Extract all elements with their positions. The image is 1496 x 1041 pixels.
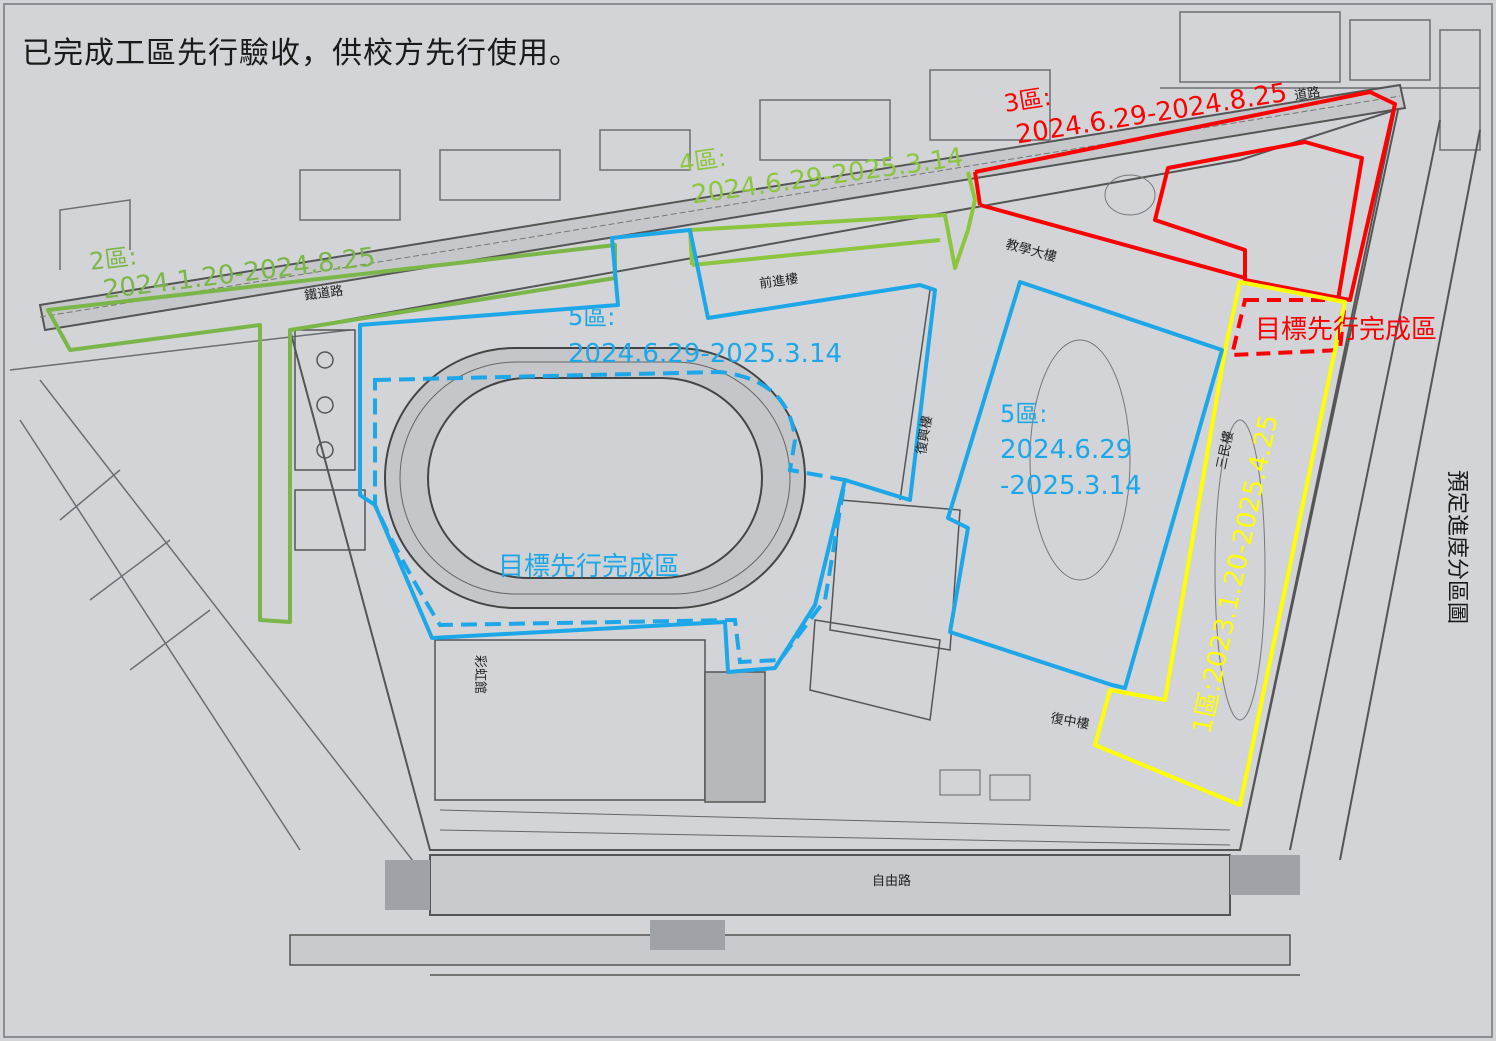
- north-blocks: [59, 69, 1051, 270]
- zone-3-target-area: [1229, 298, 1348, 358]
- west-streets: [9, 329, 421, 871]
- building-sanmin: 三民樓: [1214, 430, 1237, 471]
- east-garden: [1029, 174, 1266, 721]
- railway-road-label: 鐵道路: [303, 283, 344, 304]
- zone-4-boundary: [689, 171, 977, 270]
- building-jiaoxue: 教學大樓: [1004, 236, 1058, 265]
- zone-3-south-edge: [979, 203, 1246, 280]
- zone-5-north-dates: 2024.6.29-2025.3.14: [568, 339, 842, 369]
- south-road: [289, 854, 1300, 976]
- legend-title: 預定進度分區圖: [1444, 470, 1469, 624]
- zone-5-north-boundary: [358, 228, 937, 674]
- zone-3-title: 3區:: [1002, 83, 1053, 118]
- zone-2-title: 2區:: [88, 242, 138, 276]
- building-fuxing: 復興樓: [913, 414, 936, 455]
- campus-boundary: [288, 108, 1397, 851]
- zone-5-north-target-area: [373, 369, 848, 665]
- zone-3-boundary: [974, 90, 1397, 302]
- south-strip: [439, 769, 1231, 846]
- sports-courts: [294, 329, 366, 551]
- map-frame: [3, 3, 1493, 1038]
- zone-3-target-label: 目標先行完成區: [1255, 315, 1437, 345]
- caihong-hall: [434, 639, 766, 803]
- building-qianjin: 前進樓: [758, 271, 799, 292]
- ziyou-road-label: 自由路: [872, 873, 911, 889]
- building-fuzhong: 復中樓: [1049, 710, 1090, 733]
- zone-5-north-target-label: 目標先行完成區: [498, 552, 680, 582]
- zone-5-east-date-start: 2024.6.29: [1000, 435, 1132, 465]
- page-heading: 已完成工區先行驗收，供校方先行使用。: [22, 36, 580, 71]
- central-blocks: [809, 289, 961, 721]
- zone-5-north-title: 5區:: [568, 303, 615, 331]
- zone-5-east-boundary: [946, 280, 1224, 690]
- railway-band: [38, 83, 1407, 332]
- zone-5-east-date-end: -2025.3.14: [1000, 471, 1142, 501]
- zone-4-base: [691, 238, 941, 267]
- zone-1-boundary: [1093, 280, 1347, 807]
- top-right-blocks: [1160, 11, 1481, 151]
- zone-4-title: 4區:: [677, 144, 728, 178]
- zone-5-east-title: 5區:: [1000, 400, 1047, 428]
- railway-road-label-east: 道路: [1293, 84, 1321, 104]
- zone-1-label: 1區:2023.1.20-2025.4.25: [1188, 412, 1285, 736]
- zone-3-link: [973, 171, 982, 206]
- building-caihong: 彩虹館: [472, 655, 487, 694]
- east-road: [1239, 109, 1481, 861]
- running-track: [384, 347, 806, 609]
